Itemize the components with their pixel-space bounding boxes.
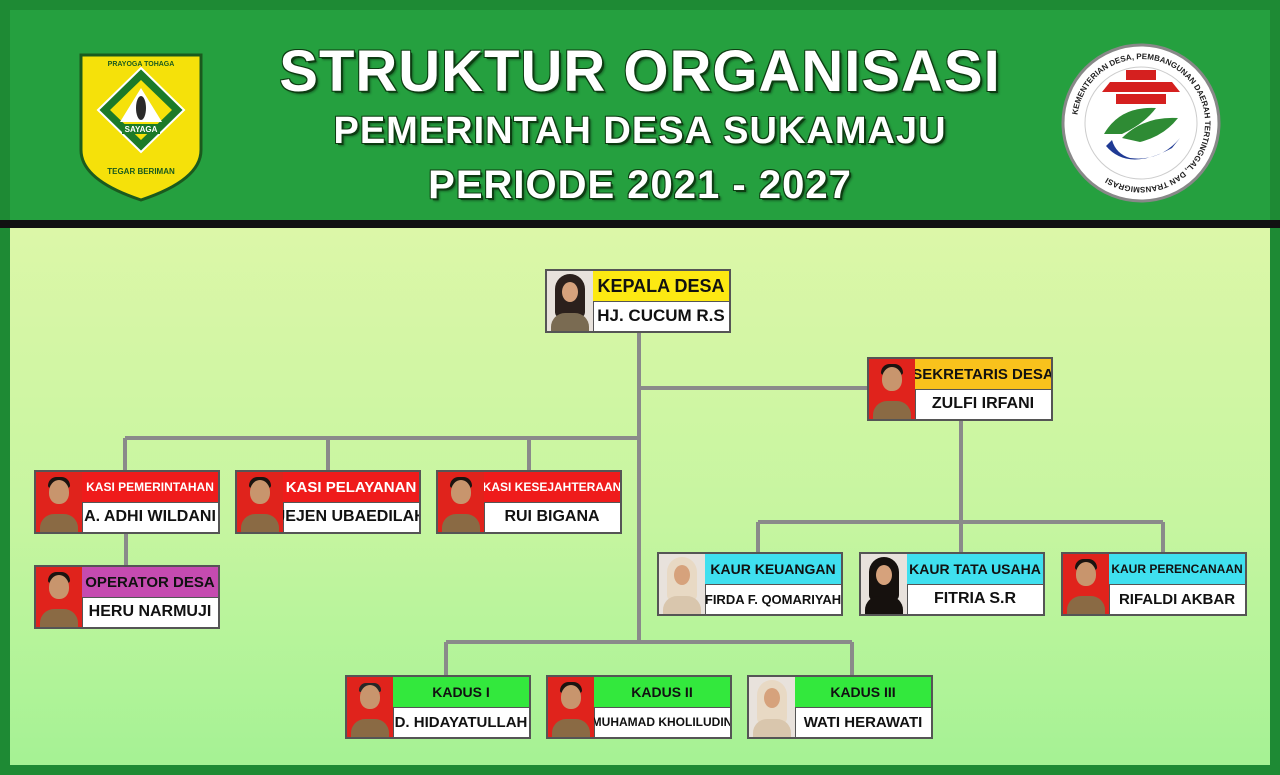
card-kadus-3: KADUS III WATI HERAWATI: [747, 675, 933, 739]
photo-kadus-1: [347, 677, 394, 737]
role-kaur-keuangan: KAUR KEUANGAN: [705, 554, 841, 585]
photo-kaur-tata-usaha: [861, 554, 908, 614]
photo-kasi-kesejahteraan: [438, 472, 485, 532]
card-kadus-2: KADUS II MUHAMAD KHOLILUDIN: [546, 675, 732, 739]
card-kadus-1: KADUS I D. HIDAYATULLAH: [345, 675, 531, 739]
card-sekretaris-desa: SEKRETARIS DESA ZULFI IRFANI: [867, 357, 1053, 421]
page-title: STRUKTUR ORGANISASI: [279, 39, 1001, 104]
header-divider: [0, 220, 1280, 228]
period-label: PERIODE 2021 - 2027: [428, 163, 852, 207]
role-kaur-tata-usaha: KAUR TATA USAHA: [907, 554, 1043, 585]
card-kaur-tata-usaha: KAUR TATA USAHA FITRIA S.R: [859, 552, 1045, 616]
role-operator-desa: OPERATOR DESA: [82, 567, 218, 598]
photo-kasi-pelayanan: [237, 472, 284, 532]
photo-kaur-keuangan: [659, 554, 706, 614]
role-kasi-kesejahteraan: KASI KESEJAHTERAAN: [484, 472, 620, 503]
role-sekretaris-desa: SEKRETARIS DESA: [915, 359, 1051, 390]
emblem-center-text: SAYAGA: [125, 125, 158, 134]
role-kadus-3: KADUS III: [795, 677, 931, 708]
photo-kadus-3: [749, 677, 796, 737]
name-kasi-pemerintahan: A. ADHI WILDANI: [84, 508, 216, 525]
photo-kaur-perencanaan: [1063, 554, 1110, 614]
card-kaur-perencanaan: KAUR PERENCANAAN RIFALDI AKBAR: [1061, 552, 1247, 616]
emblem-top-text: PRAYOGA TOHAGA: [108, 61, 175, 68]
card-kasi-pemerintahan: KASI PEMERINTAHAN A. ADHI WILDANI: [34, 470, 220, 534]
card-kasi-pelayanan: KASI PELAYANAN JEJEN UBAEDILAH: [235, 470, 421, 534]
card-kepala-desa: KEPALA DESA HJ. CUCUM R.S: [545, 269, 731, 333]
name-kaur-tata-usaha: FITRIA S.R: [933, 590, 1017, 607]
name-kasi-kesejahteraan: RUI BIGANA: [504, 508, 600, 525]
photo-sekretaris-desa: [869, 359, 916, 419]
name-kadus-3: WATI HERAWATI: [803, 713, 923, 731]
name-kadus-1: D. HIDAYATULLAH: [394, 713, 528, 731]
role-kadus-1: KADUS I: [393, 677, 529, 708]
name-kasi-pelayanan: JEJEN UBAEDILAH: [283, 508, 419, 525]
ministry-logo: KEMENTERIAN DESA, PEMBANGUNAN DAERAH TER…: [1061, 43, 1221, 203]
name-operator-desa: HERU NARMUJI: [88, 603, 212, 620]
role-kepala-desa: KEPALA DESA: [593, 271, 729, 302]
name-kadus-2: MUHAMAD KHOLILUDIN: [594, 715, 730, 729]
card-operator-desa: OPERATOR DESA HERU NARMUJI: [34, 565, 220, 629]
role-kaur-perencanaan: KAUR PERENCANAAN: [1109, 554, 1245, 585]
role-kadus-2: KADUS II: [594, 677, 730, 708]
name-kaur-perencanaan: RIFALDI AKBAR: [1118, 590, 1236, 608]
photo-kadus-2: [548, 677, 595, 737]
emblem-bottom-text: TEGAR BERIMAN: [107, 167, 175, 176]
name-kepala-desa: HJ. CUCUM R.S: [597, 306, 725, 325]
photo-operator-desa: [36, 567, 83, 627]
role-kasi-pelayanan: KASI PELAYANAN: [283, 472, 419, 503]
header-band: [10, 10, 1270, 220]
card-kaur-keuangan: KAUR KEUANGAN FIRDA F. QOMARIYAH: [657, 552, 843, 616]
photo-kasi-pemerintahan: [36, 472, 83, 532]
role-kasi-pemerintahan: KASI PEMERINTAHAN: [82, 472, 218, 503]
regency-emblem-logo: SAYAGA PRAYOGA TOHAGA TEGAR BERIMAN: [79, 53, 203, 202]
card-kasi-kesejahteraan: KASI KESEJAHTERAAN RUI BIGANA: [436, 470, 622, 534]
name-sekretaris-desa: ZULFI IRFANI: [931, 395, 1035, 412]
photo-kepala-desa: [547, 271, 594, 331]
page-subtitle: PEMERINTAH DESA SUKAMAJU: [333, 110, 947, 152]
name-kaur-keuangan: FIRDA F. QOMARIYAH: [705, 591, 841, 607]
